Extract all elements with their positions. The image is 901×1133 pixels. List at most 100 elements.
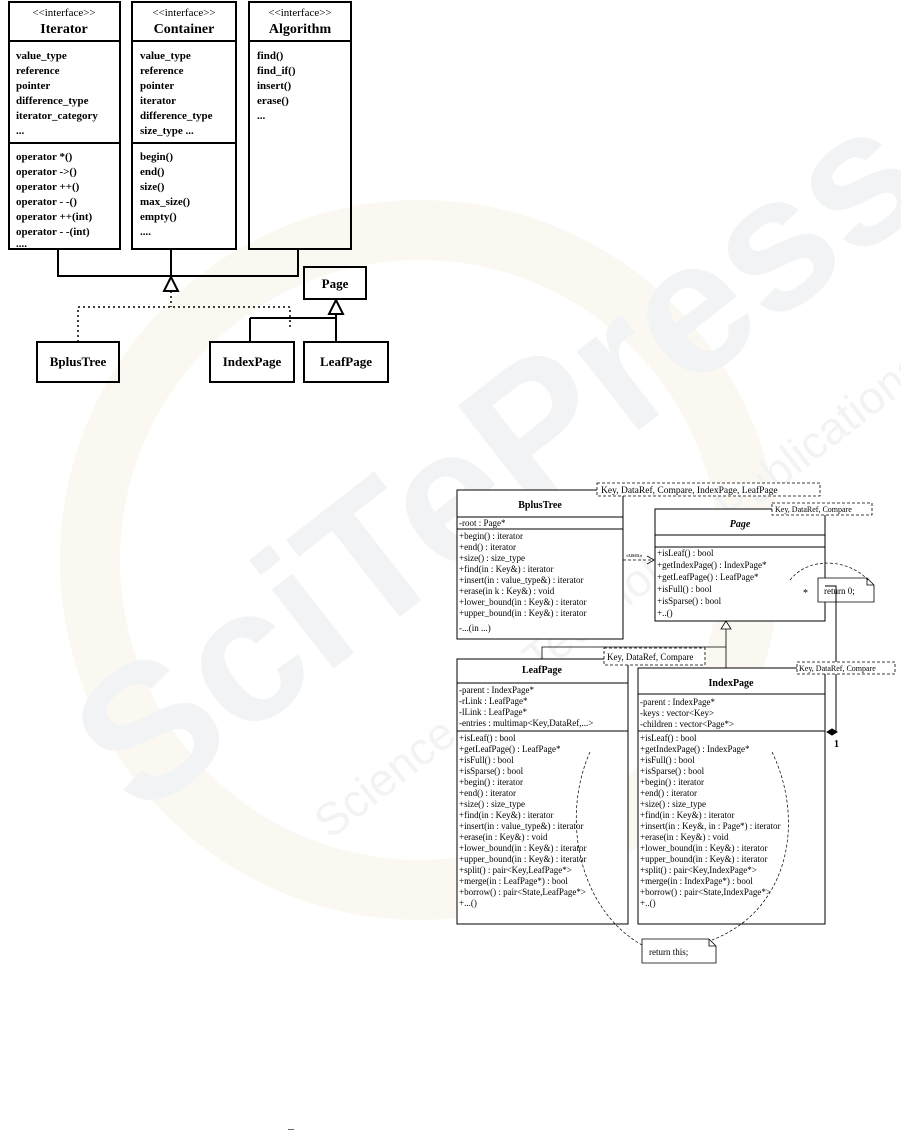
class-leafpage-attribute: -lLink : LeafPage* <box>459 707 527 717</box>
interface-iterator-name: Iterator <box>40 22 87 37</box>
class-leafpage-operation: +isLeaf() : bool <box>459 733 516 743</box>
interface-algorithm-attribute: find() <box>257 50 284 62</box>
interface-container-attribute: size_type ... <box>140 125 194 137</box>
class-page: Page Key, DataRef, Compare +isLeaf() : b… <box>654 502 873 622</box>
class-leafpage-operation: +find(in : Key&) : iterator <box>459 810 554 820</box>
interface-iterator-operation: operator ->() <box>16 166 77 178</box>
class-bplustree-box <box>456 489 624 640</box>
interface-container-attribute: value_type <box>140 50 191 62</box>
interface-algorithm-attribute: erase() <box>257 95 289 107</box>
class-indexpage: IndexPage Key, DataRef, Compare -parent … <box>637 661 896 925</box>
class-leafpage-operation: +split() : pair<Key,LeafPage*> <box>459 865 572 875</box>
class-indexpage-template-box <box>796 661 896 675</box>
interface-algorithm-name: Algorithm <box>269 22 332 37</box>
interface-container-name: Container <box>154 22 215 37</box>
interface-iterator-operation: operator - -() <box>16 196 77 208</box>
interface-container-attribute: reference <box>140 65 184 77</box>
multiplicity-many: * <box>803 588 808 599</box>
interface-algorithm-attribute: insert() <box>257 80 292 92</box>
note-return-this: return this; <box>575 751 789 964</box>
class-bplustree: BplusTree Key, DataRef, Compare, IndexPa… <box>456 482 821 640</box>
class-bplustree-template-box <box>596 482 821 497</box>
class-page-top-box <box>303 266 367 300</box>
class-page-operation: +getLeafPage() : LeafPage* <box>657 572 759 582</box>
class-indexpage-operation: +begin() : iterator <box>640 777 704 787</box>
class-bplustree-operation: +lower_bound(in : Key&) : iterator <box>459 597 587 607</box>
class-indexpage-attribute: -keys : vector<Key> <box>640 708 714 718</box>
class-leafpage-name: LeafPage <box>522 665 563 676</box>
generalization-arrowhead <box>327 297 345 315</box>
note-return-zero-shape <box>817 577 875 603</box>
realization-dotted-lines <box>77 291 291 342</box>
class-indexpage-operation: +insert(in : Key&, in : Page*) : iterato… <box>640 821 781 831</box>
interface-iterator-attribute: pointer <box>16 80 50 92</box>
class-leafpage-template-box <box>603 647 706 666</box>
class-indexpage-template: Key, DataRef, Compare <box>799 664 876 673</box>
class-bplustree-operations: +begin() : iterator +end() : iterator +s… <box>459 531 587 633</box>
interface-algorithm-attributes: find() find_if() insert() erase() ... <box>257 50 296 122</box>
interface-algorithm-attribute: find_if() <box>257 65 296 77</box>
note-return-zero: return 0; <box>789 562 875 603</box>
uses-dependency: «uses» <box>623 553 655 565</box>
aggregation-line <box>825 585 837 733</box>
note-return-zero-fold <box>866 578 874 586</box>
interface-algorithm-attribute: ... <box>257 110 266 122</box>
page-generalization <box>249 297 345 342</box>
interface-algorithm-box <box>248 1 352 250</box>
class-indexpage-operations: +isLeaf() : bool +getIndexPage() : Index… <box>640 733 781 908</box>
realization-arrowhead <box>162 274 180 292</box>
class-page-operation: +getIndexPage() : IndexPage* <box>657 560 767 570</box>
class-bplustree-operation: -...(in ...) <box>459 623 491 633</box>
class-leafpage-operations: +isLeaf() : bool +getLeafPage() : LeafPa… <box>459 733 587 908</box>
class-indexpage-operation: +isFull() : bool <box>640 755 695 765</box>
class-indexpage-operation: +erase(in : Key&) : void <box>640 832 729 842</box>
aggregation-diamond <box>826 728 838 736</box>
class-indexpage-attributes: -parent : IndexPage* -keys : vector<Key>… <box>640 697 734 729</box>
interface-container-operation: empty() <box>140 211 177 223</box>
class-leafpage-operation: +isSparse() : bool <box>459 766 524 776</box>
class-bplustree-top-box <box>36 341 120 383</box>
class-indexpage-operation: +merge(in : IndexPage*) : bool <box>640 876 753 886</box>
interface-container-box <box>131 1 237 250</box>
class-page-template-box <box>771 502 873 516</box>
interface-iterator-attribute: ... <box>16 125 25 137</box>
class-bplustree-top-name: BplusTree <box>50 354 107 369</box>
uses-dependency-label: «uses» <box>626 553 642 559</box>
class-page-operation: +isSparse() : bool <box>657 596 722 606</box>
interface-iterator-attribute: reference <box>16 65 60 77</box>
interface-container-operation: begin() <box>140 151 173 163</box>
class-bplustree-operation: +find(in : Key&) : iterator <box>459 564 554 574</box>
class-indexpage-attribute: -children : vector<Page*> <box>640 719 734 729</box>
class-indexpage-top-box <box>209 341 295 383</box>
class-leafpage-operation: +...() <box>459 898 477 908</box>
interface-iterator-operations: operator *() operator ->() operator ++()… <box>16 151 93 250</box>
interface-iterator-operation: operator *() <box>16 151 73 163</box>
class-leafpage-box <box>456 658 629 925</box>
interface-iterator-attribute: difference_type <box>16 95 89 107</box>
note-return-this-link-leaf <box>575 751 643 946</box>
class-indexpage-operation: +getIndexPage() : IndexPage* <box>640 744 750 754</box>
class-page-operations: +isLeaf() : bool +getIndexPage() : Index… <box>657 548 767 618</box>
interface-container-attribute: iterator <box>140 95 176 107</box>
note-return-zero-text: return 0; <box>824 586 855 596</box>
note-return-this-fold <box>708 939 716 947</box>
interface-iterator-box <box>8 1 121 250</box>
interface-container-operation: end() <box>140 166 165 178</box>
class-leafpage-operation: +getLeafPage() : LeafPage* <box>459 744 561 754</box>
interface-iterator-operation: operator - -(int) <box>16 226 90 238</box>
class-indexpage-name: IndexPage <box>709 678 755 689</box>
bplustree-realization-line <box>77 306 291 342</box>
class-bplustree-attribute: -root : Page* <box>459 518 506 528</box>
class-indexpage-operation: +size() : size_type <box>640 799 706 809</box>
class-leafpage-operation: +size() : size_type <box>459 799 525 809</box>
interface-algorithm: <<interface>> Algorithm find() find_if()… <box>248 1 352 250</box>
class-bplustree-operation: +insert(in : value_type&) : iterator <box>459 575 584 585</box>
class-leafpage-operation: +upper_bound(in : Key&) : iterator <box>459 854 587 864</box>
class-bplustree-operation: +erase(in k : Key&) : void <box>459 586 555 596</box>
class-leafpage-operation: +lower_bound(in : Key&) : iterator <box>459 843 587 853</box>
class-leafpage-attribute: -rLink : LeafPage* <box>459 696 528 706</box>
class-bplustree-top: BplusTree <box>36 341 120 383</box>
class-leafpage-operation: +isFull() : bool <box>459 755 514 765</box>
class-bplustree-operation: +end() : iterator <box>459 542 516 552</box>
class-bplustree-template: Key, DataRef, Compare, IndexPage, LeafPa… <box>601 485 778 496</box>
